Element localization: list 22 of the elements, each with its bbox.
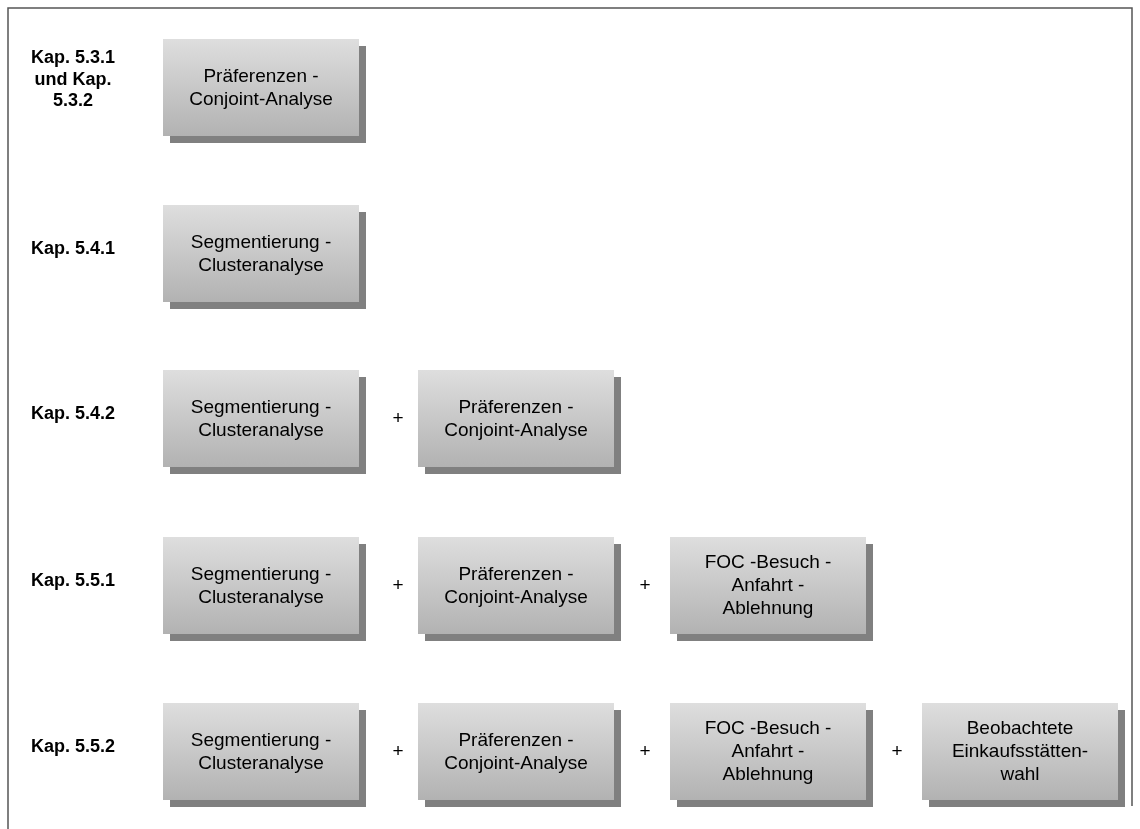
chapter-label: Kap. 5.5.1	[29, 570, 116, 592]
box-text: Präferenzen - Conjoint-Analyse	[443, 395, 589, 442]
chapter-label: Kap. 5.3.1 und Kap. 5.3.2	[29, 47, 116, 112]
chapter-label: Kap. 5.4.1	[29, 238, 116, 260]
box-text: FOC -Besuch -Anfahrt -Ablehnung	[703, 551, 833, 620]
box-text: Segmentierung - Clusteranalyse	[189, 728, 333, 775]
chapter-label: Kap. 5.5.2	[29, 736, 116, 758]
plus-sign: +	[391, 740, 405, 762]
box-text: Segmentierung - Clusteranalyse	[189, 230, 333, 277]
box-text: Präferenzen - Conjoint-Analyse	[443, 728, 589, 775]
box-text: Beobachtete Einkaufsstätten-wahl	[950, 717, 1090, 786]
box-text: Segmentierung - Clusteranalyse	[189, 562, 333, 609]
chapter-label: Kap. 5.4.2	[29, 403, 116, 425]
plus-sign: +	[638, 740, 652, 762]
box-text: Präferenzen - Conjoint-Analyse	[443, 562, 589, 609]
plus-sign: +	[638, 574, 652, 596]
plus-sign: +	[391, 574, 405, 596]
plus-sign: +	[391, 407, 405, 429]
box-text: Präferenzen - Conjoint-Analyse	[188, 64, 334, 111]
plus-sign: +	[890, 740, 904, 762]
box-text: FOC -Besuch -Anfahrt -Ablehnung	[703, 717, 833, 786]
box-text: Segmentierung - Clusteranalyse	[189, 395, 333, 442]
